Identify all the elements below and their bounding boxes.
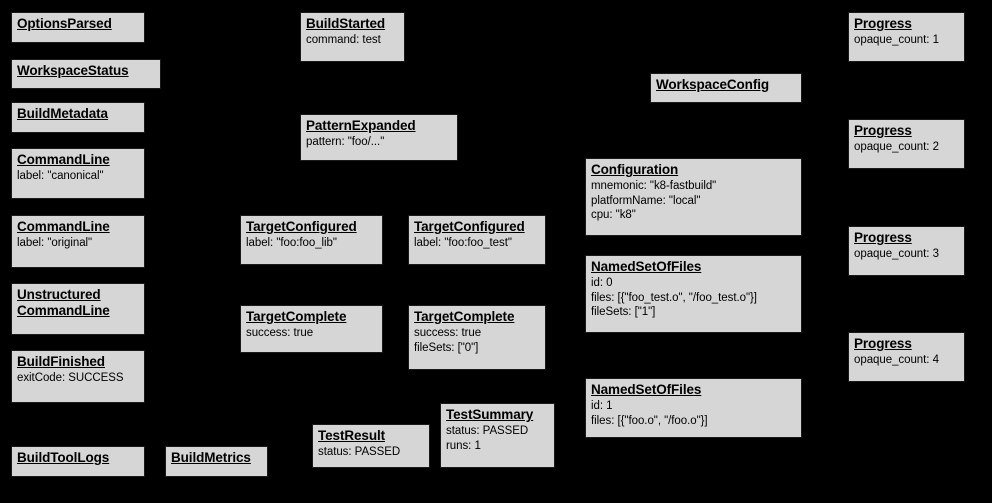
node-title: TargetComplete [246,309,347,324]
node-options-parsed[interactable]: OptionsParsed [11,12,145,43]
node-field: opaque_count: 2 [854,141,939,153]
node-title: Configuration [591,162,679,177]
node-build-metadata[interactable]: BuildMetadata [11,102,145,133]
node-field: runs: 1 [446,439,481,452]
node-title: WorkspaceStatus [17,63,129,78]
node-field: platformName: "local" [591,194,701,207]
node-field: files: [{"foo.o", "/foo.o"}] [591,414,708,427]
node-title: TargetConfigured [246,219,357,234]
node-fields: id: 0 files: [{"foo_test.o", "/foo_test.o… [591,276,796,320]
node-title: CommandLine [17,219,110,234]
node-fields: opaque_count: 4 [854,353,959,368]
node-title: WorkspaceConfig [656,77,770,92]
node-title-line: CommandLine [17,302,110,318]
node-named-set-of-files-1[interactable]: NamedSetOfFiles id: 1 files: [{"foo.o", "/… [585,378,802,438]
node-build-started[interactable]: BuildStarted command: test [300,12,405,62]
node-command-line-canonical[interactable]: CommandLine label: "canonical" [11,148,145,199]
node-build-metrics[interactable]: BuildMetrics [165,446,268,477]
node-fields: opaque_count: 3 [854,247,959,262]
node-fields: success: true [246,326,377,341]
node-test-summary[interactable]: TestSummary status: PASSED runs: 1 [440,403,555,468]
node-target-configured-foo-lib[interactable]: TargetConfigured label: "foo:foo_lib" [240,215,383,265]
node-target-complete-foo-lib[interactable]: TargetComplete success: true [240,305,383,353]
node-title-line: Unstructured [17,287,101,302]
node-pattern-expanded[interactable]: PatternExpanded pattern: "foo/..." [300,114,458,161]
node-field: exitCode: SUCCESS [17,372,124,384]
node-field: success: true [414,327,482,339]
node-title: NamedSetOfFiles [591,382,702,397]
node-title: TestSummary [446,407,534,422]
node-title: BuildStarted [306,16,386,31]
node-field: fileSets: ["0"] [414,341,479,354]
node-field: mnemonic: "k8-fastbuild" [591,180,717,192]
node-command-line-original[interactable]: CommandLine label: "original" [11,215,145,268]
node-workspace-status[interactable]: WorkspaceStatus [11,59,161,89]
node-field: label: "foo:foo_lib" [246,237,337,249]
node-field: id: 1 [591,400,613,412]
node-title: BuildFinished [17,354,105,369]
node-title: BuildMetadata [17,106,108,121]
node-title: OptionsParsed [17,16,112,31]
node-title: NamedSetOfFiles [591,259,702,274]
node-title: Progress [854,16,912,31]
node-configuration[interactable]: Configuration mnemonic: "k8-fastbuild" pla… [585,158,802,236]
node-title: TestResult [318,428,386,443]
node-field: status: PASSED [318,446,401,458]
node-fields: status: PASSED runs: 1 [446,424,549,453]
node-fields: label: "foo:foo_test" [414,236,540,251]
node-named-set-of-files-0[interactable]: NamedSetOfFiles id: 0 files: [{"foo_test.o… [585,255,802,333]
node-fields: id: 1 files: [{"foo.o", "/foo.o"}] [591,399,796,428]
node-field: pattern: "foo/..." [306,136,385,148]
node-build-finished[interactable]: BuildFinished exitCode: SUCCESS [11,350,145,403]
node-field: label: "foo:foo_test" [414,237,512,249]
node-field: fileSets: ["1"] [591,306,656,319]
node-target-configured-foo-test[interactable]: TargetConfigured label: "foo:foo_test" [408,215,546,265]
node-field: cpu: "k8" [591,209,636,222]
node-field: opaque_count: 4 [854,354,939,366]
node-fields: command: test [306,33,399,48]
node-field: command: test [306,34,381,46]
node-fields: label: "foo:foo_lib" [246,236,377,251]
node-progress-2[interactable]: Progress opaque_count: 2 [848,119,965,169]
node-title: BuildToolLogs [17,450,110,465]
node-fields: label: "original" [17,236,139,251]
node-title: Progress [854,336,912,351]
node-title: Progress [854,230,912,245]
node-workspace-config[interactable]: WorkspaceConfig [650,73,802,103]
node-field: label: "original" [17,237,93,249]
node-field: success: true [246,327,314,339]
node-progress-1[interactable]: Progress opaque_count: 1 [848,12,965,62]
node-progress-3[interactable]: Progress opaque_count: 3 [848,226,965,276]
node-test-result[interactable]: TestResult status: PASSED [312,424,430,468]
node-fields: success: true fileSets: ["0"] [414,326,540,355]
node-title: Progress [854,123,912,138]
node-field: files: [{"foo_test.o", "/foo_test.o"}] [591,291,757,304]
node-field: opaque_count: 1 [854,34,939,46]
node-fields: status: PASSED [318,445,424,460]
node-field: opaque_count: 3 [854,248,939,260]
node-build-tool-logs[interactable]: BuildToolLogs [11,446,145,477]
node-field: status: PASSED [446,425,529,437]
node-fields: exitCode: SUCCESS [17,371,139,386]
node-fields: mnemonic: "k8-fastbuild" platformName: "l… [591,179,796,223]
node-title: CommandLine [17,152,110,167]
node-progress-4[interactable]: Progress opaque_count: 4 [848,332,965,382]
node-fields: pattern: "foo/..." [306,135,452,150]
node-field: label: "canonical" [17,170,104,182]
node-title: BuildMetrics [171,450,251,465]
node-target-complete-foo-test[interactable]: TargetComplete success: true fileSets: ["0… [408,305,546,370]
node-fields: opaque_count: 1 [854,33,959,48]
node-title: TargetConfigured [414,219,525,234]
node-field: id: 0 [591,277,613,289]
node-title: PatternExpanded [306,118,416,133]
node-title: TargetComplete [414,309,515,324]
node-fields: label: "canonical" [17,169,139,184]
node-fields: opaque_count: 2 [854,140,959,155]
